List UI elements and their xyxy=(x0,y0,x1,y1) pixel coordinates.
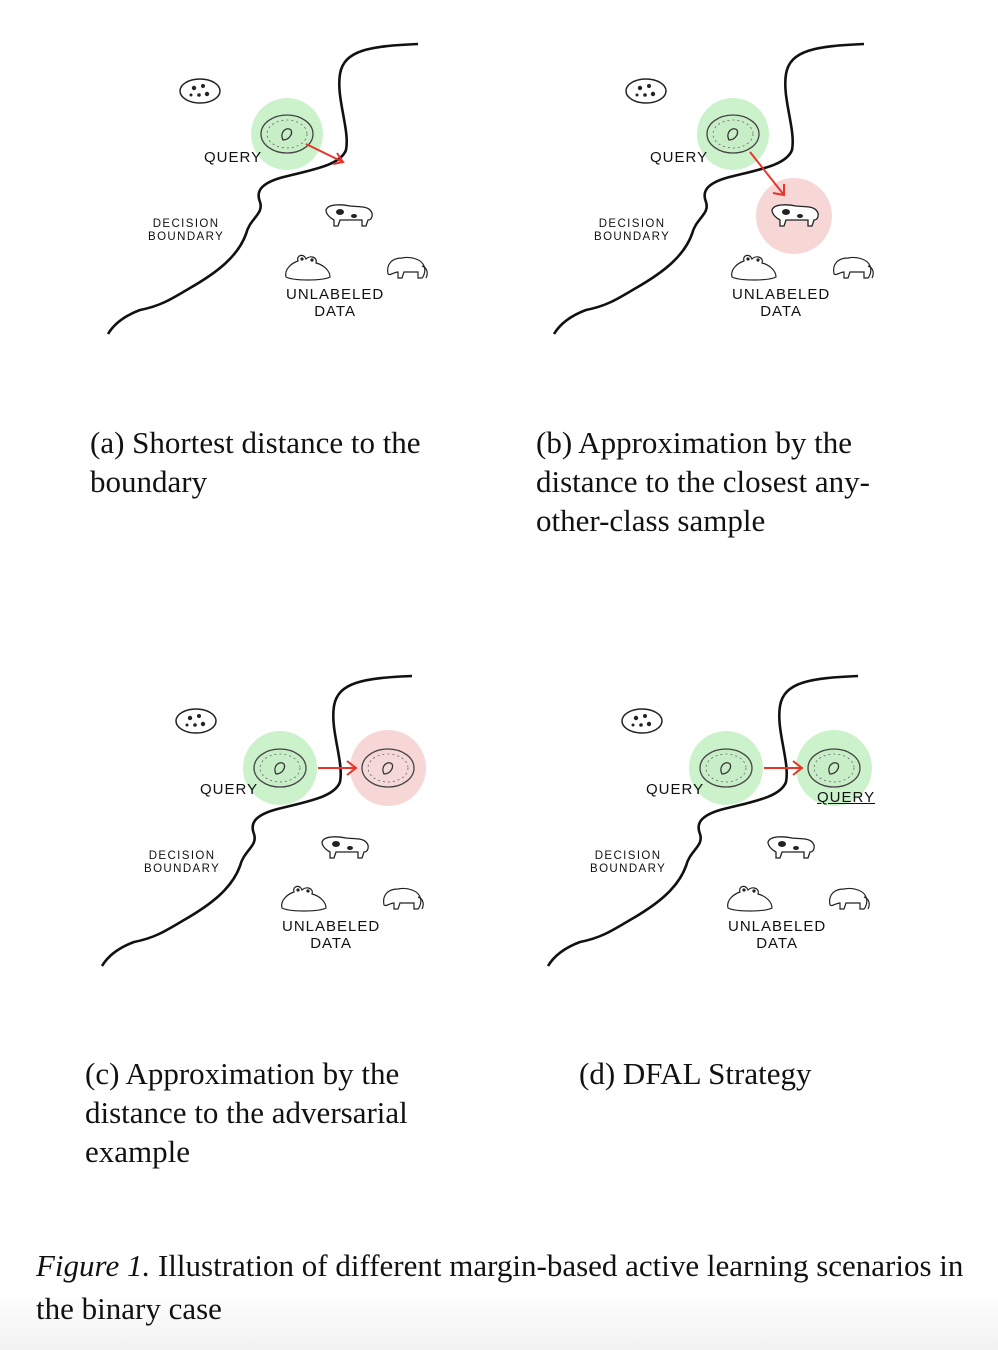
decision-boundary-curve xyxy=(552,42,865,335)
query-sample-icon xyxy=(251,98,323,170)
cookie-icon xyxy=(621,708,663,734)
arrow-to-closest-sample xyxy=(749,151,785,196)
unlabeled-data-label: UNLABELED DATA xyxy=(732,286,831,320)
diagram-d xyxy=(546,674,872,967)
query-label: QUERY xyxy=(650,149,709,166)
query-label: QUERY xyxy=(646,781,705,798)
cookie-icon xyxy=(625,78,667,104)
decision-boundary-curve xyxy=(106,42,419,335)
figure-caption: Figure 1. Illustration of different marg… xyxy=(36,1244,966,1330)
adversarial-example-icon xyxy=(350,730,426,806)
frog-icon xyxy=(285,254,331,281)
decision-boundary-line1: DECISION xyxy=(598,218,666,230)
panel-c: QUERY DECISION BOUNDARY UNLABELED DATA xyxy=(96,670,436,970)
query-label: QUERY xyxy=(204,149,263,166)
decision-boundary-line2: BOUNDARY xyxy=(594,230,671,243)
query-label: QUERY xyxy=(200,781,259,798)
elephant-icon xyxy=(383,887,424,910)
decision-boundary-line2: BOUNDARY xyxy=(148,230,225,243)
cookie-icon xyxy=(179,78,221,104)
frog-icon xyxy=(731,254,777,281)
frog-icon xyxy=(281,885,327,912)
diagram-c xyxy=(100,674,426,967)
decision-boundary-label: DECISION BOUNDARY xyxy=(594,218,670,243)
query-sample-icon xyxy=(689,731,763,805)
figure-caption-text: Illustration of different margin-based a… xyxy=(36,1248,964,1326)
cow-icon xyxy=(767,836,815,859)
adversarial-query-label: QUERY xyxy=(817,789,876,806)
decision-boundary-label: DECISION BOUNDARY xyxy=(144,850,220,875)
decision-boundary-label: DECISION BOUNDARY xyxy=(590,850,666,875)
adversarial-query-icon xyxy=(796,730,872,806)
diagram-b xyxy=(552,42,874,335)
caption-b: (b) Approximation by the distance to the… xyxy=(536,425,871,538)
unlabeled-line1: UNLABELED xyxy=(286,286,385,303)
decision-boundary-line1: DECISION xyxy=(152,218,220,230)
unlabeled-data-label: UNLABELED DATA xyxy=(728,918,827,952)
decision-boundary-curve xyxy=(100,674,413,967)
decision-boundary-line2: BOUNDARY xyxy=(590,862,667,875)
panel-a: QUERY DECISION BOUNDARY UNLABELED DATA xyxy=(100,38,440,338)
decision-boundary-line1: DECISION xyxy=(148,850,216,862)
caption-d: (d) DFAL Strategy xyxy=(579,1056,812,1091)
caption-a: (a) Shortest distance to the boundary xyxy=(90,425,421,499)
elephant-icon xyxy=(833,256,874,279)
cow-icon xyxy=(321,836,369,859)
unlabeled-line2: DATA xyxy=(756,934,798,952)
caption-c: (c) Approximation by the distance to the… xyxy=(85,1056,408,1169)
unlabeled-line1: UNLABELED xyxy=(728,918,827,935)
frog-icon xyxy=(727,885,773,912)
unlabeled-line1: UNLABELED xyxy=(282,918,381,935)
decision-boundary-line2: BOUNDARY xyxy=(144,862,221,875)
decision-boundary-line1: DECISION xyxy=(594,850,662,862)
elephant-icon xyxy=(829,887,870,910)
unlabeled-data-label: UNLABELED DATA xyxy=(282,918,381,952)
unlabeled-line2: DATA xyxy=(760,302,802,320)
panel-b: QUERY DECISION BOUNDARY UNLABELED DATA xyxy=(546,38,886,338)
elephant-icon xyxy=(387,256,428,279)
unlabeled-line2: DATA xyxy=(314,302,356,320)
unlabeled-line2: DATA xyxy=(310,934,352,952)
figure-caption-prefix: Figure 1. xyxy=(36,1248,151,1283)
query-sample-icon xyxy=(243,731,317,805)
arrow-to-boundary xyxy=(305,143,344,163)
cow-icon xyxy=(771,204,819,227)
cow-icon xyxy=(325,204,373,227)
cookie-icon xyxy=(175,708,217,734)
unlabeled-line1: UNLABELED xyxy=(732,286,831,303)
decision-boundary-curve xyxy=(546,674,859,967)
unlabeled-data-label: UNLABELED DATA xyxy=(286,286,385,320)
decision-boundary-label: DECISION BOUNDARY xyxy=(148,218,224,243)
diagram-a xyxy=(106,42,428,335)
panel-d: QUERY QUERY DECISION BOUNDARY UNLABELED … xyxy=(542,670,882,970)
